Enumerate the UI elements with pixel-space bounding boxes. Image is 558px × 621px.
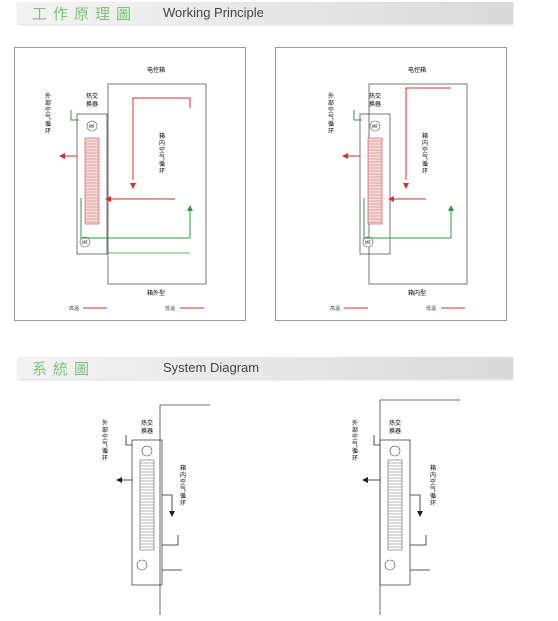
inner-loop-label: 箱内空气循环	[430, 464, 436, 507]
outer-loop-label: 外部空气循环	[328, 92, 334, 135]
panel-caption: 箱外型	[147, 289, 165, 297]
panel-caption: 箱内型	[408, 289, 426, 297]
heat-exchanger-label-1: 热交	[86, 92, 98, 100]
heat-exchanger-label-1: 热交	[141, 419, 153, 427]
diagram-panel-inside-type: 电控箱 热交 换器 MF MF 外部空气循环 箱内空气循环 箱内型 高温 低温	[275, 47, 507, 321]
section-header-system-diagram: 系統圖 System Diagram	[18, 357, 513, 379]
legend-hot-label: 高温	[69, 305, 79, 312]
outer-loop-label: 外部空气循环	[45, 92, 51, 135]
heat-exchanger-housing	[359, 113, 391, 255]
fan-top	[389, 445, 401, 457]
inner-loop-label: 箱内空气循环	[422, 132, 428, 175]
section-header-working-principle: 工作原理圖 Working Principle	[18, 2, 513, 24]
system-diagram-outside: 热交 换器 外部空气循环 箱内空气循环	[102, 404, 210, 615]
heat-exchanger-fins	[84, 137, 100, 225]
fan-top	[141, 445, 153, 457]
fan-top-label: MF	[372, 124, 378, 129]
principle-diagram-outside: 电控箱 热交 换器 MF MF 外部空气循环 箱内空气循环 箱外型	[45, 66, 207, 312]
fan-bottom-label: MF	[82, 240, 88, 245]
fan-bottom	[79, 236, 91, 248]
legend-hot-label: 高温	[330, 305, 340, 312]
section-title-zh: 工作原理圖	[32, 5, 138, 23]
fan-bottom	[384, 559, 396, 571]
heat-exchanger-label-2: 换器	[389, 427, 401, 435]
heat-exchanger-fins	[367, 137, 383, 225]
cabinet-outline	[107, 83, 207, 285]
heat-exchanger-label-1: 热交	[389, 419, 401, 427]
cabinet-label: 电控箱	[147, 66, 165, 74]
heat-exchanger-label-1: 热交	[369, 92, 381, 100]
inner-loop-label: 箱内空气循环	[159, 132, 165, 175]
fan-top	[86, 120, 98, 132]
fan-top	[369, 120, 381, 132]
system-diagram-inside: 热交 换器 外部空气循环 箱内空气循环	[352, 399, 460, 615]
outer-loop-label: 外部空气循环	[352, 419, 358, 462]
principle-diagram-inside: 电控箱 热交 换器 MF MF 外部空气循环 箱内空气循环 箱内型 高温 低温	[328, 66, 468, 312]
fan-bottom	[136, 559, 148, 571]
legend-cold-label: 低温	[165, 305, 175, 312]
legend-cold-label: 低温	[426, 305, 436, 312]
heat-exchanger-label-2: 换器	[369, 100, 381, 108]
section-title-zh: 系統圖	[32, 360, 96, 378]
cold-inlet-line	[70, 110, 79, 121]
cabinet-label: 电控箱	[408, 66, 426, 74]
diagram-panel-outside-type: 电控箱 热交 换器 MF MF 外部空气循环 箱内空气循环 箱外型	[14, 47, 246, 321]
heat-exchanger-housing	[131, 439, 163, 586]
heat-exchanger-housing	[379, 439, 411, 586]
fan-bottom-label: MF	[365, 240, 371, 245]
section-title-en: System Diagram	[163, 360, 260, 375]
outer-loop-label: 外部空气循环	[102, 419, 108, 462]
heat-exchanger-housing	[76, 113, 108, 255]
inner-loop-label: 箱内空气循环	[180, 464, 186, 507]
section-title-en: Working Principle	[163, 5, 264, 20]
fan-top-label: MF	[89, 124, 95, 129]
hot-loop-line	[132, 97, 191, 180]
fan-bottom	[362, 236, 374, 248]
cold-return-line	[80, 198, 191, 239]
heat-exchanger-label-2: 换器	[141, 427, 153, 435]
heat-exchanger-label-2: 换器	[86, 100, 98, 108]
